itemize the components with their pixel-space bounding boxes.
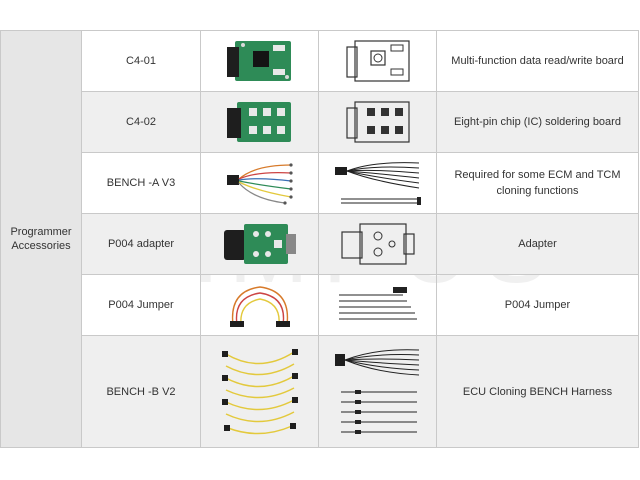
table-row: Programmer Accessories C4-01 xyxy=(0,30,639,448)
accessory-diagram-cell xyxy=(318,91,437,153)
jumper-wires-drawing-icon xyxy=(338,287,417,320)
accessory-name: P004 Jumper xyxy=(81,274,201,336)
accessory-name: BENCH -A V3 xyxy=(81,152,201,214)
accessory-name: BENCH -B V2 xyxy=(81,335,201,448)
cable-harness-drawing-icon xyxy=(334,162,421,205)
table-row: P004 Jumper xyxy=(1,274,639,336)
jumper-wires-photo-icon xyxy=(229,286,290,327)
accessory-description: P004 Jumper xyxy=(436,274,639,336)
accessory-diagram-cell xyxy=(318,30,437,92)
accessory-name: C4-02 xyxy=(81,91,201,153)
accessory-diagram-cell xyxy=(318,152,437,214)
table-row: C4-02 Eight-pin chip (IC) soldering boar… xyxy=(1,91,639,153)
group-label-line1: Programmer xyxy=(10,226,72,238)
green-pcb-board-photo-icon xyxy=(226,102,291,142)
table-row: BENCH -A V3 xyxy=(1,152,639,214)
accessory-diagram-cell xyxy=(318,213,437,275)
accessory-photo-cell xyxy=(200,91,319,153)
cable-harness-drawing-icon xyxy=(334,348,419,434)
group-label-line2: Accessories xyxy=(11,240,71,252)
adapter-drawing-icon xyxy=(340,223,415,265)
accessory-photo-cell xyxy=(200,213,319,275)
accessory-description: Adapter xyxy=(436,213,639,275)
accessory-name: P004 adapter xyxy=(81,213,201,275)
accessory-photo-cell xyxy=(200,152,319,214)
table-row: BENCH -B V2 xyxy=(1,335,639,448)
accessory-description: ECU Cloning BENCH Harness xyxy=(436,335,639,448)
accessory-description: Required for some ECM and TCM cloning fu… xyxy=(436,152,639,214)
accessory-description: Multi-function data read/write board xyxy=(436,30,639,92)
accessory-photo-cell xyxy=(200,30,319,92)
table-row: P004 adapter xyxy=(1,213,639,275)
yellow-cable-harness-photo-icon xyxy=(221,348,298,434)
accessory-diagram-cell xyxy=(318,274,437,336)
adapter-photo-icon xyxy=(223,224,296,264)
accessory-photo-cell xyxy=(200,274,319,336)
board-line-drawing-icon xyxy=(345,40,410,82)
group-label-cell: Programmer Accessories xyxy=(0,30,82,448)
accessories-table: Programmer Accessories C4-01 xyxy=(0,30,639,448)
board-line-drawing-icon xyxy=(345,101,410,143)
green-pcb-board-photo-icon xyxy=(226,41,291,81)
accessory-name: C4-01 xyxy=(81,30,201,92)
accessory-photo-cell xyxy=(200,335,319,448)
cable-harness-photo-icon xyxy=(226,163,293,205)
accessory-diagram-cell xyxy=(318,335,437,448)
accessory-description: Eight-pin chip (IC) soldering board xyxy=(436,91,639,153)
